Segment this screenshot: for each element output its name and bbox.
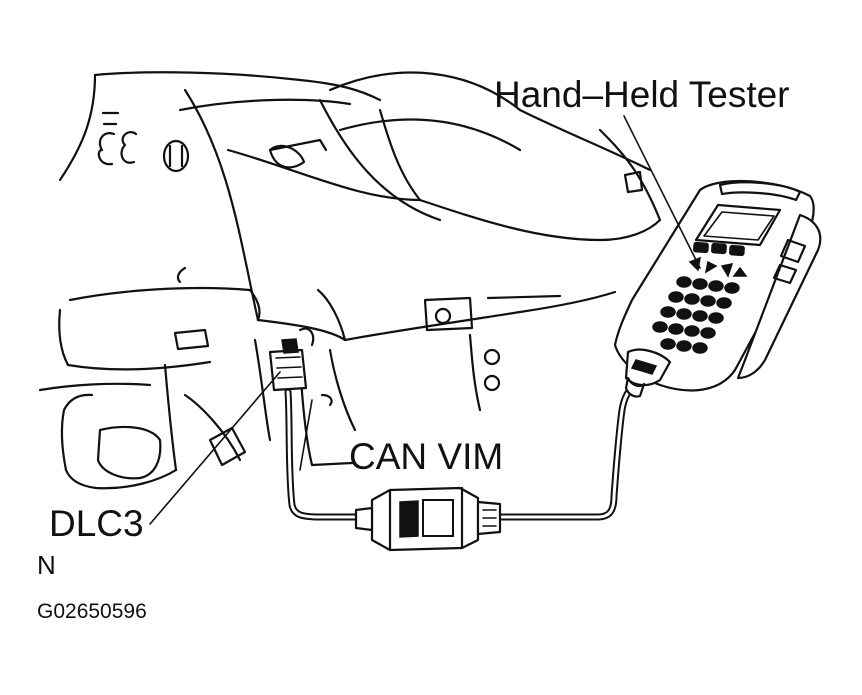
- leader-hand-held-tester: [623, 115, 701, 269]
- leader-lines: [149, 115, 701, 525]
- label-can-vim: CAN VIM: [349, 436, 504, 477]
- leader-can-vim: [299, 399, 313, 471]
- label-hand-held-tester: Hand–Held Tester: [494, 74, 790, 115]
- cable-dlc3-to-can-vim: [284, 388, 376, 521]
- dashboard-lower-panel: [38, 71, 662, 490]
- tester-keypad: [652, 276, 740, 354]
- label-dlc3: DLC3: [49, 503, 144, 544]
- hand-held-tester-device: [613, 179, 822, 398]
- label-n-mark: N: [37, 550, 56, 580]
- can-vim-module: [354, 486, 502, 552]
- label-figure-code: G02650596: [37, 600, 147, 623]
- cable-can-vim-to-tester: [496, 380, 640, 521]
- leader-dlc3: [149, 371, 281, 525]
- dlc3-connector: [268, 327, 315, 392]
